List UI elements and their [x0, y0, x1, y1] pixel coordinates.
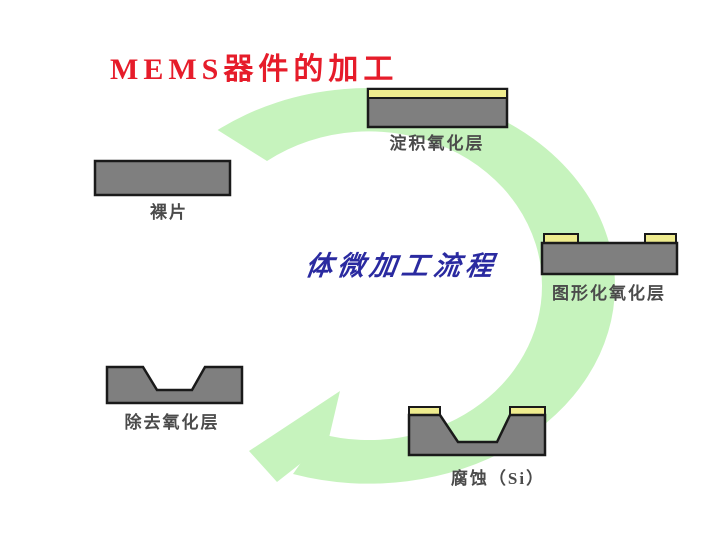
bare-wafer-cross-section — [93, 159, 232, 197]
step-label-deposit-oxide: 淀积氧化层 — [389, 134, 485, 153]
step-label-bare-wafer: 裸片 — [150, 203, 188, 222]
step-label-pattern-oxide: 图形化氧化层 — [552, 284, 666, 303]
deposit-oxide-layer — [367, 88, 508, 99]
remove-oxide-body — [105, 365, 244, 405]
page-title: MEMS器件的加工 — [110, 53, 399, 86]
etch-si-body — [407, 413, 547, 457]
step-label-remove-oxide: 除去氧化层 — [124, 413, 220, 432]
step-label-etch-si: 腐蚀（Si） — [450, 469, 546, 488]
cycle-arrow-head — [249, 391, 340, 482]
center-caption: 体微加工流程 — [303, 251, 500, 281]
cycle-arrow-band — [217, 88, 615, 484]
pattern-oxide-body — [540, 241, 679, 276]
